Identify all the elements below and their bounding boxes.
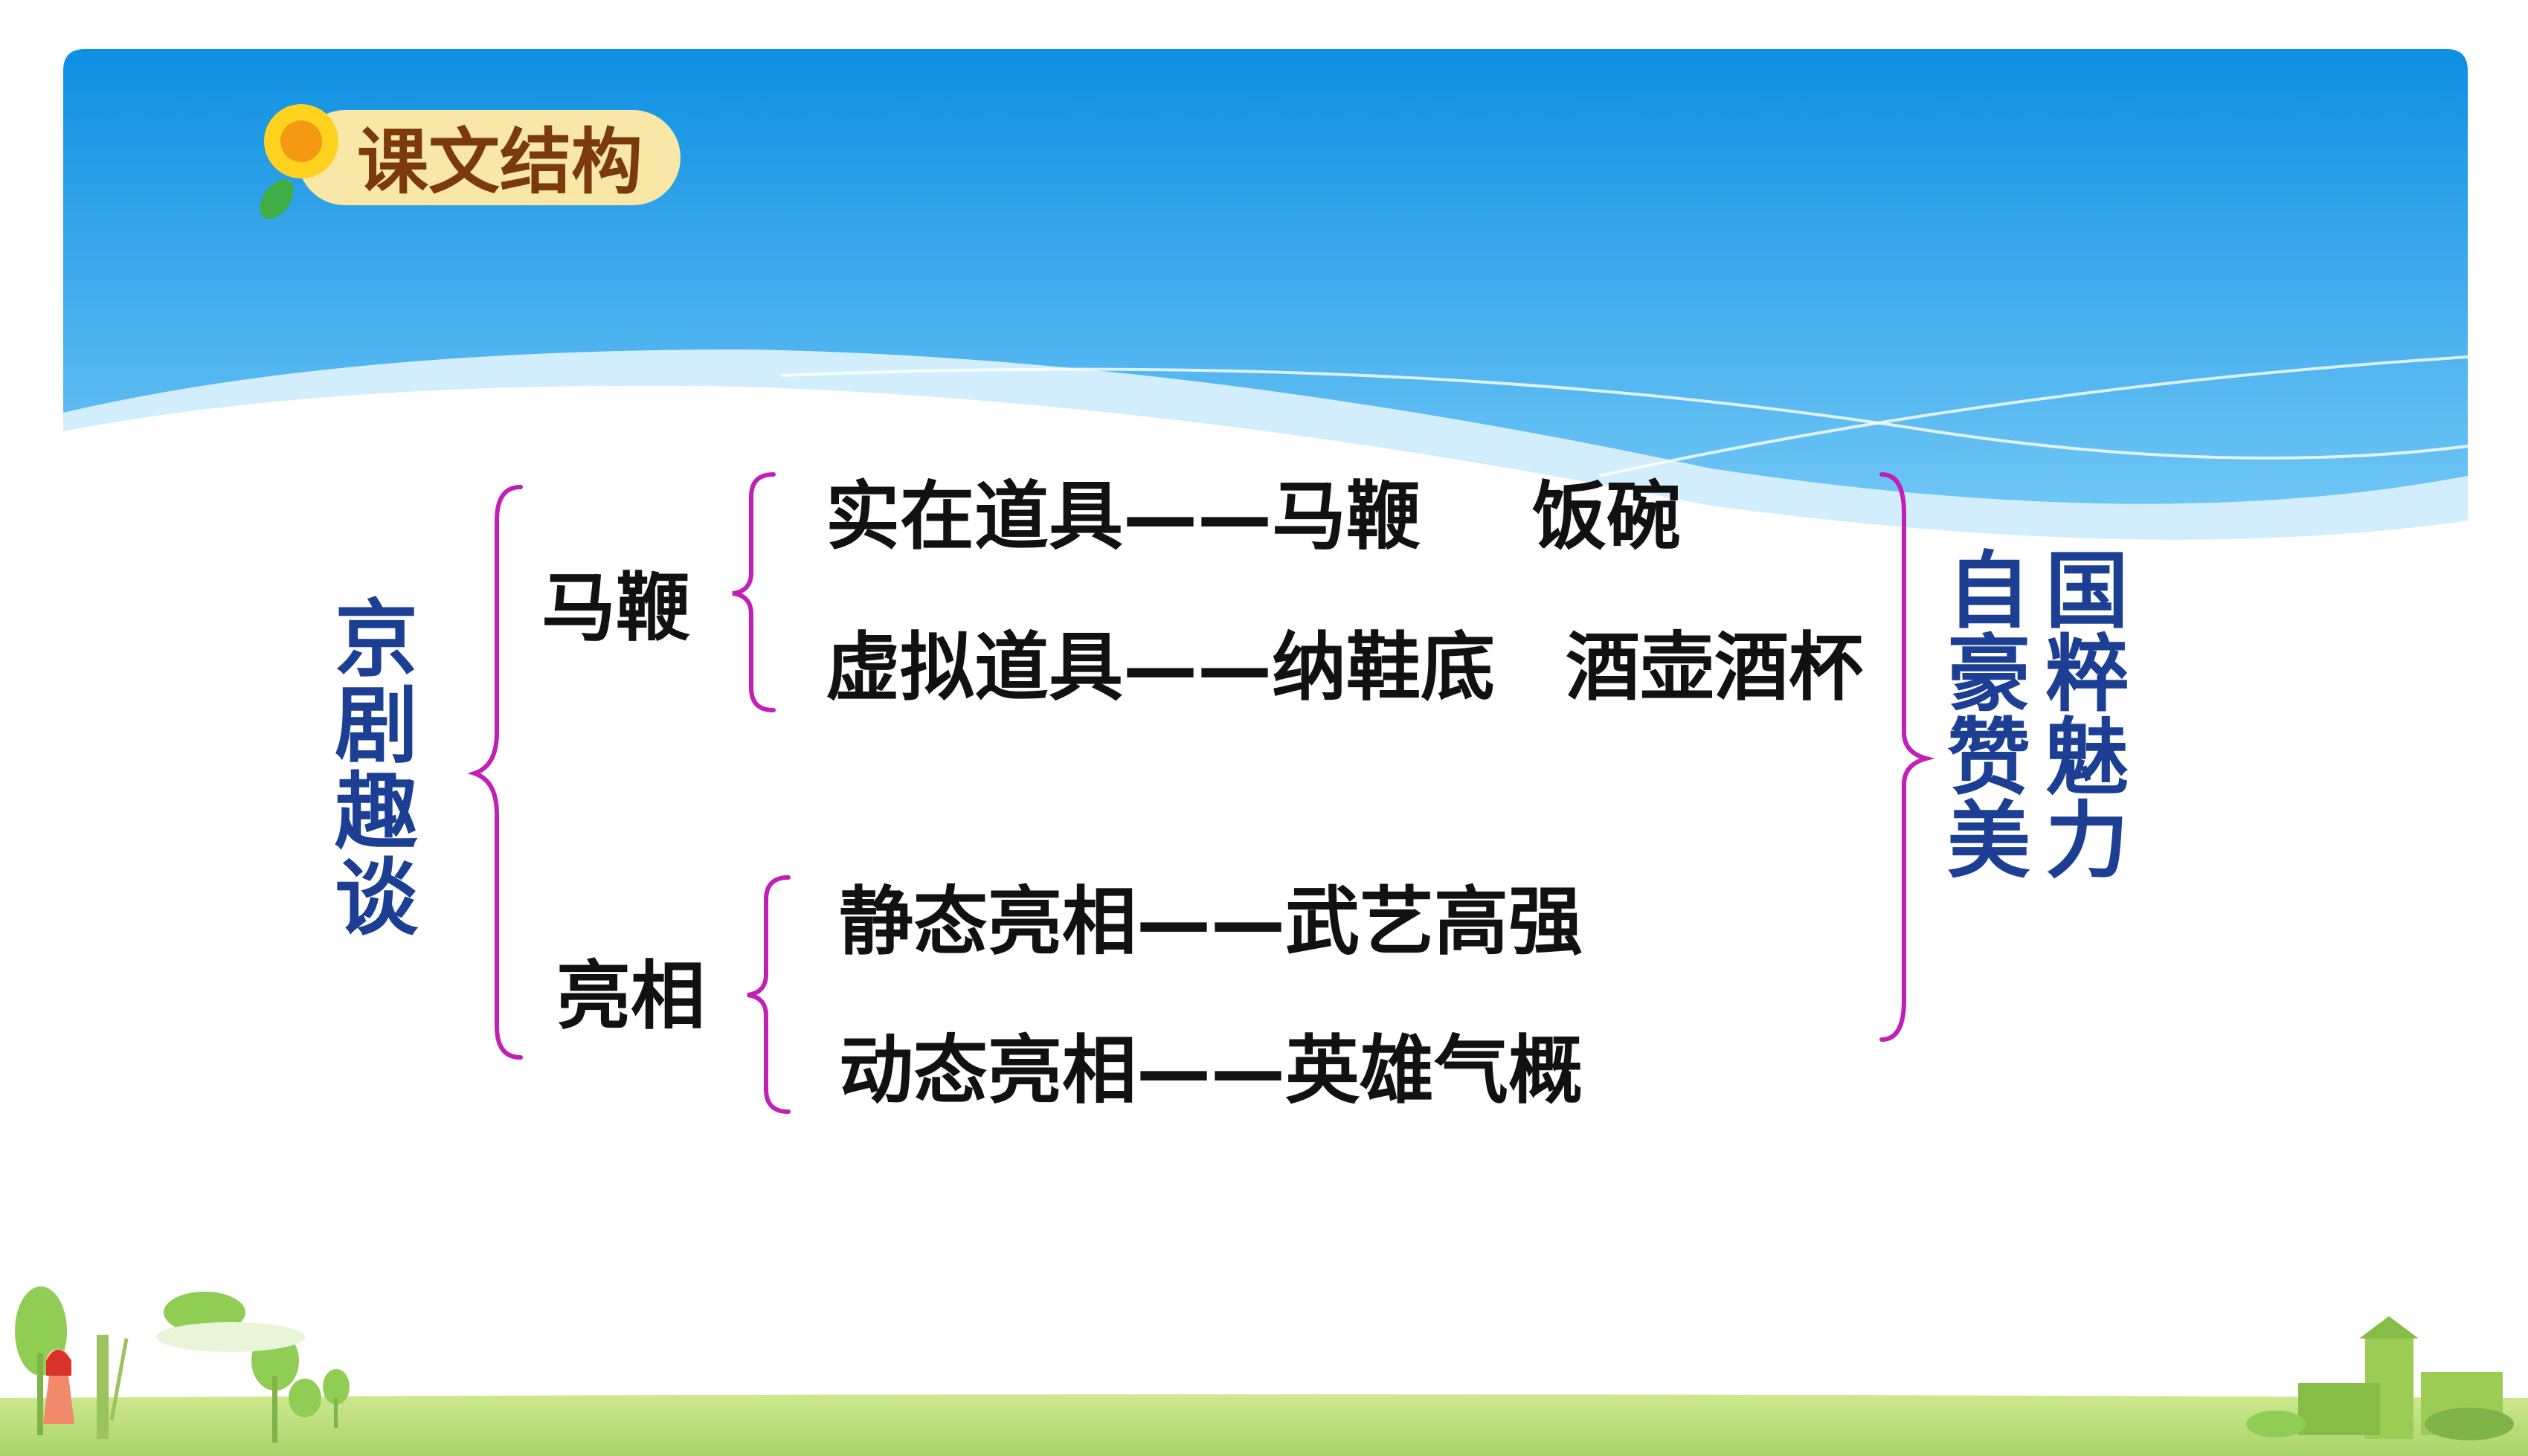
buildings-right xyxy=(2246,1316,2514,1440)
item-dynamic-pose: 动态亮相——英雄气概 xyxy=(839,1027,1583,1114)
branch2-bracket xyxy=(747,875,791,1114)
item-static-pose: 静态亮相——武艺高强 xyxy=(839,878,1583,965)
item-real-prop-extra: 饭碗 xyxy=(1532,473,1681,560)
right-bracket xyxy=(1879,472,1935,1042)
branch1-bracket xyxy=(732,472,776,712)
grass-ground xyxy=(0,1394,2528,1456)
conclusion-col-1: 自豪赞美 xyxy=(1933,547,2030,880)
girl-painting xyxy=(43,1335,129,1439)
main-left-bracket xyxy=(467,485,523,1060)
branch-label-liangxiang: 亮相 xyxy=(556,953,705,1040)
conclusion-col-2: 国粹魅力 xyxy=(2031,547,2128,880)
root-topic: 京剧趣谈 xyxy=(321,595,417,940)
item-virtual-prop-extra: 酒壶酒杯 xyxy=(1566,624,1863,711)
item-real-prop: 实在道具——马鞭 xyxy=(826,473,1421,560)
page-title: 课文结构 xyxy=(357,120,643,204)
cloud-left xyxy=(156,1322,305,1352)
title-badge xyxy=(260,104,681,219)
branch-label-mabian: 马鞭 xyxy=(541,564,690,651)
item-virtual-prop: 虚拟道具——纳鞋底 xyxy=(826,624,1495,711)
